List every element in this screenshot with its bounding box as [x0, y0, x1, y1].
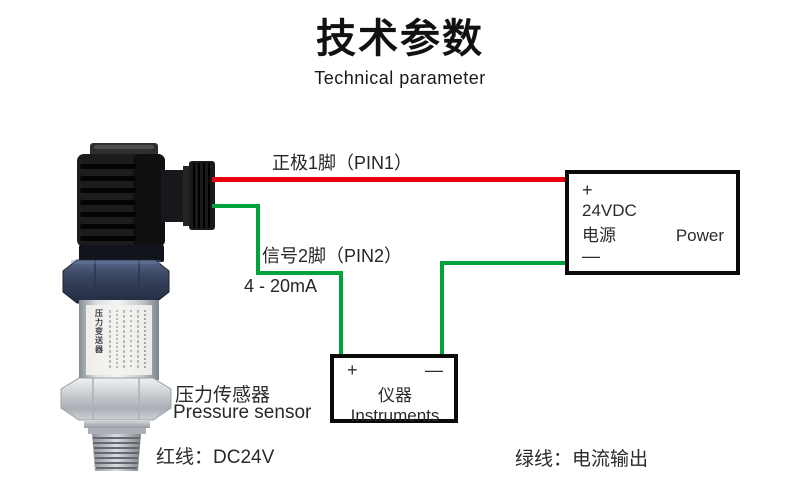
green-wire-return-seg1	[440, 261, 444, 356]
instruments-label-zh: 仪器	[378, 386, 412, 405]
green-wire-pin2-seg1	[212, 204, 260, 208]
sensor-body: 压力变送器	[79, 300, 159, 380]
sensor-body-label-text: 压力变送器	[94, 309, 104, 354]
green-wire-return-seg2	[440, 261, 567, 265]
green-wire-note: 绿线：电流输出	[515, 449, 649, 470]
red-wire-pin1	[212, 177, 567, 182]
power-plus-sign: +	[582, 180, 593, 200]
red-wire-note: 红线：DC24V	[156, 447, 275, 468]
instruments-plus-sign: +	[347, 360, 358, 380]
green-wire-pin2-seg2	[256, 204, 260, 275]
signal-range-label: 4 - 20mA	[244, 276, 318, 296]
page-subtitle: Technical parameter	[314, 68, 486, 88]
power-box: + 24VDC 电源 Power —	[565, 170, 740, 275]
din-connector	[77, 143, 215, 262]
power-voltage: 24VDC	[582, 201, 637, 220]
instruments-label-en: Instruments	[350, 406, 440, 425]
pin1-label: 正极1脚（PIN1）	[272, 153, 413, 173]
power-label-en: Power	[675, 226, 724, 245]
sensor-hex-nut-silver	[60, 377, 172, 421]
page-title: 技术参数	[316, 17, 484, 61]
sensor-label-zh: 压力传感器	[175, 385, 271, 406]
instruments-box: + — 仪器 Instruments	[330, 354, 458, 425]
pressure-sensor-image: 压力变送器	[60, 143, 215, 471]
sensor-label-en: Pressure sensor	[173, 402, 312, 423]
power-minus-sign: —	[582, 246, 600, 266]
green-wire-pin2-seg3	[256, 271, 343, 275]
green-wire-pin2-seg4	[339, 271, 343, 356]
header: 技术参数 Technical parameter	[0, 16, 800, 89]
sensor-hex-nut-dark	[62, 259, 170, 304]
power-label-zh: 电源	[582, 226, 616, 245]
sensor-thread	[84, 420, 150, 471]
pin2-label: 信号2脚（PIN2）	[262, 246, 403, 266]
instruments-minus-sign: —	[425, 360, 443, 380]
